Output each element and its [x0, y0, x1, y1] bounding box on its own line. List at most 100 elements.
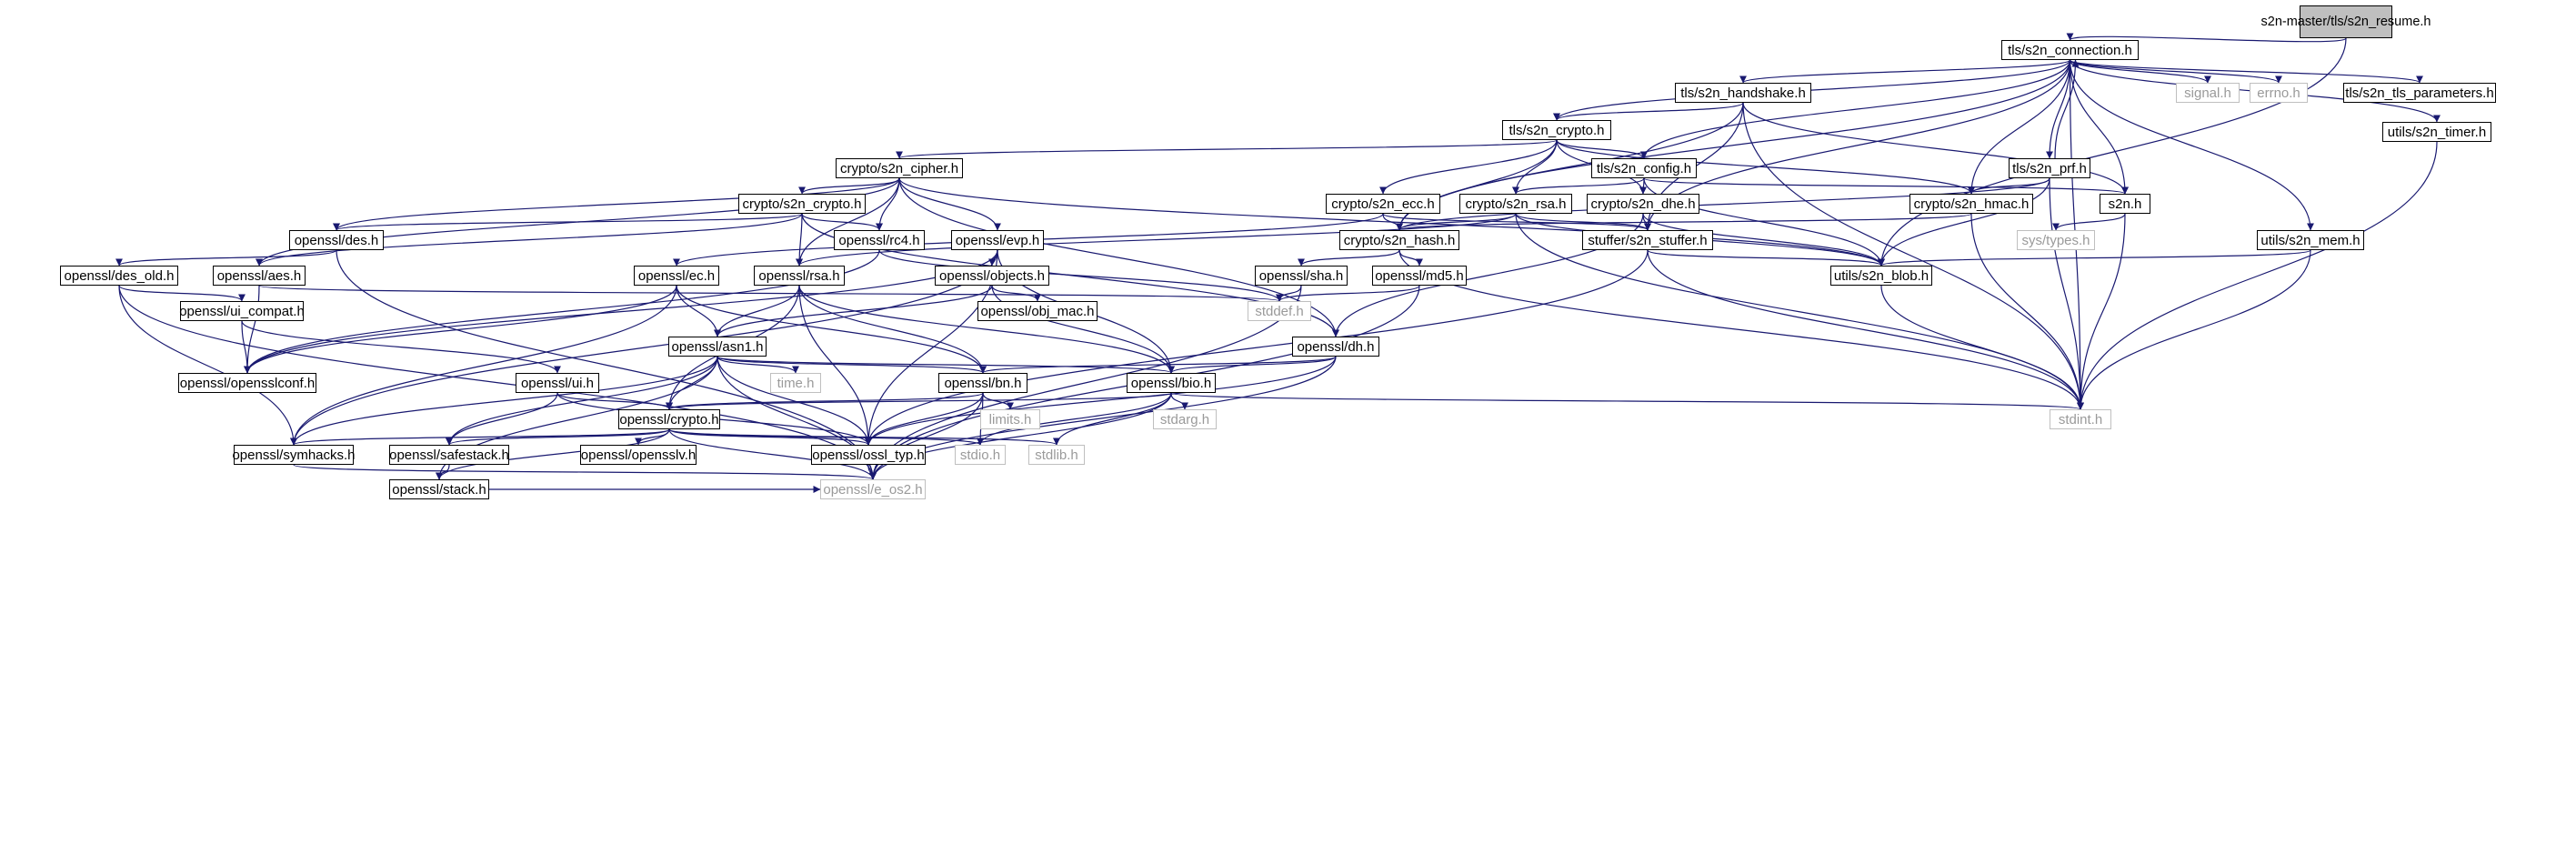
- edge-hs-to-s2n: [1742, 102, 2129, 195]
- node-tls-s2n-connection[interactable]: tls/s2n_connection.h: [2001, 40, 2139, 60]
- node-crypto-s2n-hash[interactable]: crypto/s2n_hash.h: [1339, 230, 1459, 250]
- edge-prf-to-conn: [2054, 59, 2080, 159]
- node-openssl-aes[interactable]: openssl/aes.h: [213, 266, 306, 286]
- edge-ui-to-safestack: [446, 392, 558, 446]
- node-tls-s2n-config[interactable]: tls/s2n_config.h: [1591, 158, 1697, 178]
- node-openssl-des-old[interactable]: openssl/des_old.h: [60, 266, 178, 286]
- edge-uicompat-to-osconf: [241, 320, 251, 374]
- node-openssl-objects[interactable]: openssl/objects.h: [935, 266, 1049, 286]
- edge-conn-to-mem: [2069, 59, 2314, 231]
- node-tls-s2n-handshake[interactable]: tls/s2n_handshake.h: [1675, 83, 1811, 103]
- edge-ossltyp-to-eos2: [867, 464, 877, 480]
- edge-objects-to-asn1: [714, 285, 993, 337]
- edge-ui-to-ocrypto: [556, 392, 673, 410]
- edge-config-to-rsa: [1512, 177, 1645, 195]
- node-openssl-bio[interactable]: openssl/bio.h: [1127, 373, 1216, 393]
- node-crypto-s2n-crypto[interactable]: crypto/s2n_crypto.h: [738, 194, 866, 214]
- node-openssl-e-os2: openssl/e_os2.h: [820, 479, 926, 499]
- node-openssl-dh[interactable]: openssl/dh.h: [1292, 337, 1379, 357]
- node-s2n-h[interactable]: s2n.h: [2100, 194, 2150, 214]
- node-openssl-md5[interactable]: openssl/md5.h: [1372, 266, 1467, 286]
- node-tls-s2n-tls-parameters[interactable]: tls/s2n_tls_parameters.h: [2343, 83, 2496, 103]
- node-openssl-evp[interactable]: openssl/evp.h: [951, 230, 1044, 250]
- edge-ocrypto-to-safestack: [446, 428, 670, 446]
- edge-cipher-to-ossrsa: [796, 177, 900, 267]
- node-crypto-s2n-rsa[interactable]: crypto/s2n_rsa.h: [1459, 194, 1572, 214]
- node-openssl-ossl-typ[interactable]: openssl/ossl_typ.h: [811, 445, 926, 465]
- edge-root-to-blob: [1878, 37, 2347, 267]
- edge-conn-to-tlsparams: [2069, 59, 2423, 84]
- node-openssl-symhacks[interactable]: openssl/symhacks.h: [232, 445, 356, 465]
- edge-tcrypto-to-hash: [1396, 139, 1558, 231]
- node-utils-s2n-blob[interactable]: utils/s2n_blob.h: [1830, 266, 1932, 286]
- edge-bio-to-ocrypto: [666, 392, 1172, 410]
- edge-hmac-to-hash: [1396, 213, 1972, 231]
- node-openssl-ec[interactable]: openssl/ec.h: [634, 266, 719, 286]
- node-crypto-s2n-dhe[interactable]: crypto/s2n_dhe.h: [1587, 194, 1699, 214]
- node-stuffer-s2n-stuffer[interactable]: stuffer/s2n_stuffer.h: [1582, 230, 1713, 250]
- edge-rc4-to-stddef: [878, 249, 1283, 302]
- edge-blob-to-stdint: [1880, 285, 2084, 410]
- node-openssl-des[interactable]: openssl/des.h: [289, 230, 384, 250]
- edge-cipher-to-dh: [898, 177, 1339, 337]
- node-utils-s2n-mem[interactable]: utils/s2n_mem.h: [2257, 230, 2364, 250]
- edge-ec-to-asn1: [676, 285, 721, 337]
- dependency-edges: [115, 33, 2441, 493]
- edge-conn-to-config: [1640, 59, 2071, 159]
- edge-desold-to-symhacks: [118, 285, 297, 446]
- node-openssl-stack[interactable]: openssl/stack.h: [389, 479, 489, 499]
- node-openssl-ui[interactable]: openssl/ui.h: [516, 373, 599, 393]
- node-openssl-safestack[interactable]: openssl/safestack.h: [389, 445, 509, 465]
- node-root: s2n-master/tls/s2n_resume.h: [2261, 5, 2431, 38]
- node-sys-types-h: sys/types.h: [2017, 230, 2095, 250]
- edge-bn-to-eos2: [869, 392, 984, 480]
- edge-cipher-to-evp: [898, 177, 1001, 231]
- edge-dh-to-ossltyp: [865, 356, 1337, 446]
- edge-asn1-to-safestack: [446, 356, 718, 446]
- edge-ec-to-osconf: [244, 285, 677, 374]
- node-utils-s2n-timer[interactable]: utils/s2n_timer.h: [2382, 122, 2491, 142]
- edge-hash-to-md5: [1398, 249, 1423, 267]
- node-openssl-rc4[interactable]: openssl/rc4.h: [834, 230, 925, 250]
- node-openssl-opensslconf[interactable]: openssl/opensslconf.h: [178, 373, 316, 393]
- edge-md5-to-stddef: [1276, 285, 1420, 302]
- edge-aes-to-stddef: [258, 285, 1283, 302]
- edge-bn-to-ossltyp: [865, 392, 984, 446]
- node-stdarg-h: stdarg.h: [1153, 409, 1217, 429]
- node-openssl-opensslv[interactable]: openssl/opensslv.h: [580, 445, 697, 465]
- edge-ec-to-bn: [676, 285, 987, 374]
- node-crypto-s2n-ecc[interactable]: crypto/s2n_ecc.h: [1326, 194, 1440, 214]
- edge-prf-to-hash: [1396, 177, 2050, 231]
- edge-asn1-to-ocrypto: [666, 356, 718, 410]
- node-tls-s2n-prf[interactable]: tls/s2n_prf.h: [2009, 158, 2090, 178]
- edge-s2n-to-stdint: [2077, 213, 2126, 410]
- edge-evp-to-osconf: [244, 249, 998, 374]
- edge-stuffer-to-ossltyp: [865, 249, 1649, 446]
- edge-s2n-to-systypes: [2052, 213, 2126, 231]
- node-crypto-s2n-hmac[interactable]: crypto/s2n_hmac.h: [1909, 194, 2033, 214]
- node-openssl-bn[interactable]: openssl/bn.h: [938, 373, 1027, 393]
- node-openssl-asn1[interactable]: openssl/asn1.h: [668, 337, 767, 357]
- node-openssl-crypto[interactable]: openssl/crypto.h: [618, 409, 720, 429]
- edge-ocrypto-to-eos2: [668, 428, 877, 480]
- edge-asn1-to-symhacks: [290, 356, 718, 446]
- edge-hash-to-stdint: [1398, 249, 2084, 410]
- edge-safestack-to-stack: [436, 464, 450, 480]
- node-openssl-obj-mac[interactable]: openssl/obj_mac.h: [977, 301, 1098, 321]
- edge-conn-to-tcrypto: [1553, 59, 2071, 121]
- node-tls-s2n-crypto[interactable]: tls/s2n_crypto.h: [1502, 120, 1611, 140]
- edge-stuffer-to-stdint: [1647, 249, 2084, 410]
- node-openssl-sha[interactable]: openssl/sha.h: [1255, 266, 1348, 286]
- edge-root-to-conn: [2066, 33, 2347, 43]
- node-openssl-ui-compat[interactable]: openssl/ui_compat.h: [179, 301, 305, 321]
- node-openssl-rsa[interactable]: openssl/rsa.h: [754, 266, 845, 286]
- edge-asn1-to-bio: [717, 356, 1175, 374]
- edge-prf-to-blob: [1878, 177, 2050, 267]
- edge-stuffer-to-blob: [1647, 249, 1885, 267]
- edge-cipher-to-rc4: [876, 177, 900, 231]
- node-stddef-h: stddef.h: [1248, 301, 1311, 321]
- edge-des-to-desold: [115, 249, 337, 267]
- node-crypto-s2n-cipher[interactable]: crypto/s2n_cipher.h: [836, 158, 963, 178]
- node-stdlib-h: stdlib.h: [1028, 445, 1085, 465]
